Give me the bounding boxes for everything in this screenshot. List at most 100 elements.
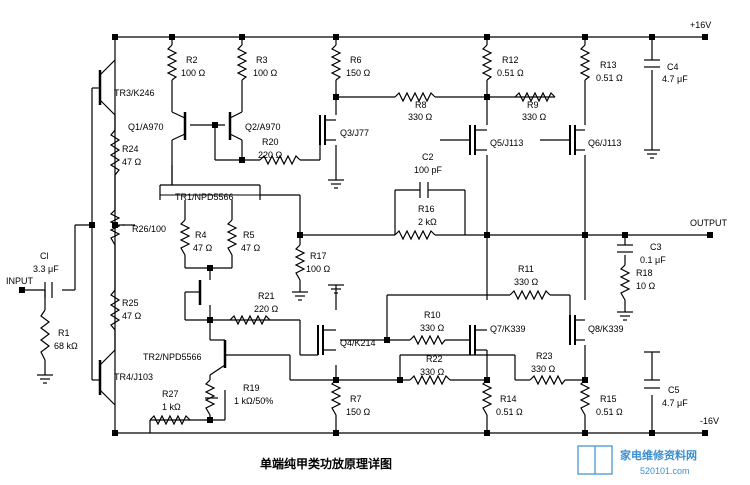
watermark-url: 520101.com xyxy=(640,466,690,476)
r14-name: R14 xyxy=(500,394,517,404)
r19-value: 1 kΩ/50% xyxy=(234,396,273,406)
r27-symbol xyxy=(149,414,191,426)
c3-name: C3 xyxy=(650,242,662,252)
r1-value: 68 kΩ xyxy=(54,341,78,351)
r7-symbol xyxy=(330,379,342,416)
r10-value: 330 Ω xyxy=(420,323,445,333)
r17-name: R17 xyxy=(310,251,327,261)
grounds xyxy=(37,149,660,384)
r8-symbol xyxy=(394,91,436,103)
ground-icon xyxy=(644,149,660,159)
diagram-caption: 单端纯甲类功放原理详图 xyxy=(260,456,392,471)
input-label: INPUT xyxy=(6,276,34,286)
r10-name: R10 xyxy=(424,310,441,320)
ground-icon xyxy=(292,291,308,301)
r17-value: 100 Ω xyxy=(306,264,331,274)
c3-value: 0.1 μF xyxy=(640,255,666,265)
r18-value: 10 Ω xyxy=(636,281,656,291)
r3-symbol xyxy=(236,44,248,81)
q1-label: Q1/A970 xyxy=(128,122,164,132)
r14-value: 0.51 Ω xyxy=(496,407,523,417)
r5-value: 47 Ω xyxy=(241,243,261,253)
r5-name: R5 xyxy=(243,230,255,240)
junctions xyxy=(19,34,713,436)
r13-name: R13 xyxy=(600,60,617,70)
r16-name: R16 xyxy=(418,204,435,214)
r12-name: R12 xyxy=(502,55,519,65)
r1-symbol xyxy=(40,309,50,361)
r10-symbol xyxy=(409,334,446,346)
r9-symbol xyxy=(514,91,556,103)
tr4-label: TR4/J103 xyxy=(114,372,153,382)
c2-value: 100 pF xyxy=(414,165,443,175)
r21-symbol xyxy=(229,314,271,326)
ground-icon xyxy=(617,311,633,321)
r11-symbol xyxy=(509,289,551,301)
r23-name: R23 xyxy=(536,351,553,361)
r13-value: 0.51 Ω xyxy=(596,73,623,83)
r3-value: 100 Ω xyxy=(253,68,278,78)
r8-value: 330 Ω xyxy=(408,112,433,122)
ground-icon xyxy=(328,284,344,294)
ground-icon xyxy=(328,179,344,189)
tr1-label: TR1/NPD5566 xyxy=(175,192,234,202)
r24-symbol xyxy=(109,129,121,176)
r22-symbol xyxy=(409,374,451,386)
r11-value: 330 Ω xyxy=(514,277,539,287)
r14-symbol xyxy=(481,379,493,416)
r12-value: 0.51 Ω xyxy=(497,68,524,78)
r15-name: R15 xyxy=(600,394,617,404)
r22-name: R22 xyxy=(426,354,443,364)
r25-symbol xyxy=(109,289,121,331)
r7-name: R7 xyxy=(350,394,362,404)
ground-icon xyxy=(37,374,53,384)
watermark-book-icon xyxy=(577,445,613,475)
watermark-name: 家电维修资料网 xyxy=(620,448,697,462)
r1-name: R1 xyxy=(58,328,70,338)
r16-value: 2 kΩ xyxy=(418,217,437,227)
r25-name: R25 xyxy=(122,298,139,308)
c1-value: 3.3 μF xyxy=(33,264,59,274)
r9-name: R9 xyxy=(527,100,539,110)
r3-name: R3 xyxy=(256,55,268,65)
r18-name: R18 xyxy=(636,268,653,278)
r11-name: R11 xyxy=(518,264,534,274)
tr3-label: TR3/K246 xyxy=(114,88,155,98)
r19-symbol xyxy=(204,379,216,416)
r4-symbol xyxy=(179,219,191,256)
r20-name: R20 xyxy=(262,137,279,147)
r19-name: R19 xyxy=(243,383,260,393)
r20-value: 220 Ω xyxy=(258,150,283,160)
r15-symbol xyxy=(579,379,591,416)
r27-value: 1 kΩ xyxy=(162,402,181,412)
r2-name: R2 xyxy=(186,55,198,65)
q8-label: Q8/K339 xyxy=(588,324,624,334)
rail-pos-label: +16V xyxy=(690,20,711,30)
r7-value: 150 Ω xyxy=(346,407,371,417)
tr2-label: TR2/NPD5566 xyxy=(143,352,202,362)
r13-symbol xyxy=(579,44,591,81)
c5-name: C5 xyxy=(668,385,680,395)
output-label: OUTPUT xyxy=(690,218,728,228)
resistors xyxy=(40,44,631,426)
r21-name: R21 xyxy=(258,291,275,301)
r6-value: 150 Ω xyxy=(346,68,371,78)
r25-value: 47 Ω xyxy=(122,311,142,321)
r2-value: 100 Ω xyxy=(181,68,206,78)
r8-name: R8 xyxy=(415,100,427,110)
q3-label: Q3/J77 xyxy=(340,128,369,138)
c1-name: Cl xyxy=(40,251,49,261)
c2-name: C2 xyxy=(422,152,434,162)
r26-symbol xyxy=(109,209,121,246)
r26-label: R26/100 xyxy=(132,224,166,234)
r6-name: R6 xyxy=(350,55,362,65)
r9-value: 330 Ω xyxy=(522,112,547,122)
r16-symbol xyxy=(394,229,436,241)
r22-value: 330 Ω xyxy=(420,367,445,377)
c5-value: 4.7 μF xyxy=(662,398,688,408)
r18-symbol xyxy=(619,264,631,301)
q2-label: Q2/A970 xyxy=(245,122,281,132)
c4-name: C4 xyxy=(667,62,679,72)
r24-name: R24 xyxy=(122,144,139,154)
q6-label: Q6/J113 xyxy=(588,138,621,148)
